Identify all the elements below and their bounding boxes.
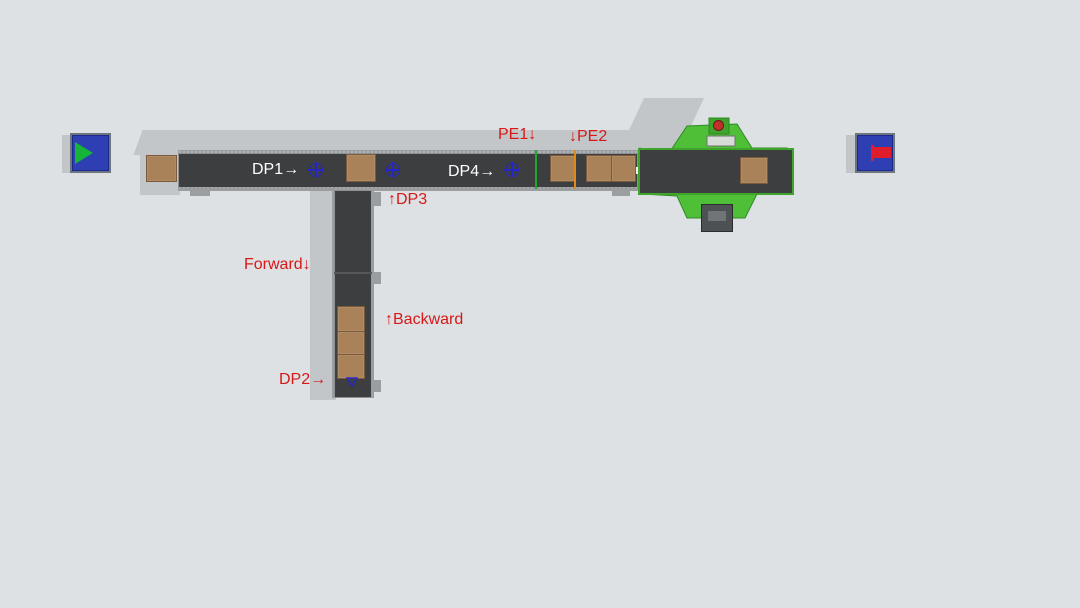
main-conveyor-leg: [612, 190, 630, 196]
box-item[interactable]: [611, 155, 636, 182]
box-item[interactable]: [550, 155, 576, 182]
machine-conveyor[interactable]: [638, 148, 794, 195]
label-pe1: PE1↓: [498, 126, 537, 143]
flag-icon: [871, 145, 891, 161]
box-item[interactable]: [337, 331, 365, 355]
crosshair-target-icon[interactable]: [504, 162, 519, 177]
sink-station[interactable]: [855, 133, 895, 173]
label-dp4: DP4→: [448, 163, 496, 180]
pe1-sensor-beam: [535, 150, 537, 189]
label-backward: ↑Backward: [385, 311, 464, 328]
vertical-conveyor-joint: [334, 272, 372, 274]
box-item[interactable]: [337, 354, 365, 379]
label-dp3: ↑DP3: [388, 191, 428, 208]
warning-light-icon: [713, 120, 724, 131]
box-item[interactable]: [346, 154, 376, 182]
crosshair-target-icon[interactable]: [385, 162, 400, 177]
vertical-conveyor-leg: [374, 380, 381, 392]
box-item[interactable]: [337, 306, 365, 332]
play-triangle-icon: [75, 142, 93, 164]
vertical-conveyor-rail-right: [371, 190, 374, 398]
control-panel-screen: [708, 211, 726, 221]
vertical-conveyor-shadow: [310, 190, 336, 400]
label-dp2: DP2→: [279, 371, 327, 388]
vertical-conveyor-leg: [374, 272, 381, 284]
label-pe2: ↓PE2: [569, 128, 608, 145]
box-item[interactable]: [146, 155, 177, 182]
source-station[interactable]: [70, 133, 111, 173]
vertical-conveyor-leg: [374, 192, 381, 206]
pe2-sensor-beam: [574, 150, 576, 189]
box-item[interactable]: [740, 157, 768, 184]
machine-control-panel[interactable]: [701, 204, 733, 232]
main-conveyor-leg: [190, 190, 210, 196]
main-conveyor-edge-top: [178, 150, 638, 154]
crosshair-target-icon[interactable]: [308, 162, 323, 177]
box-item[interactable]: [586, 155, 613, 182]
dp2-marker-icon[interactable]: [346, 376, 358, 388]
label-forward: Forward↓: [244, 256, 311, 273]
main-conveyor-rail-bottom: [178, 188, 638, 191]
vertical-conveyor-rail-left: [332, 190, 335, 398]
label-dp1: DP1→: [252, 161, 300, 178]
